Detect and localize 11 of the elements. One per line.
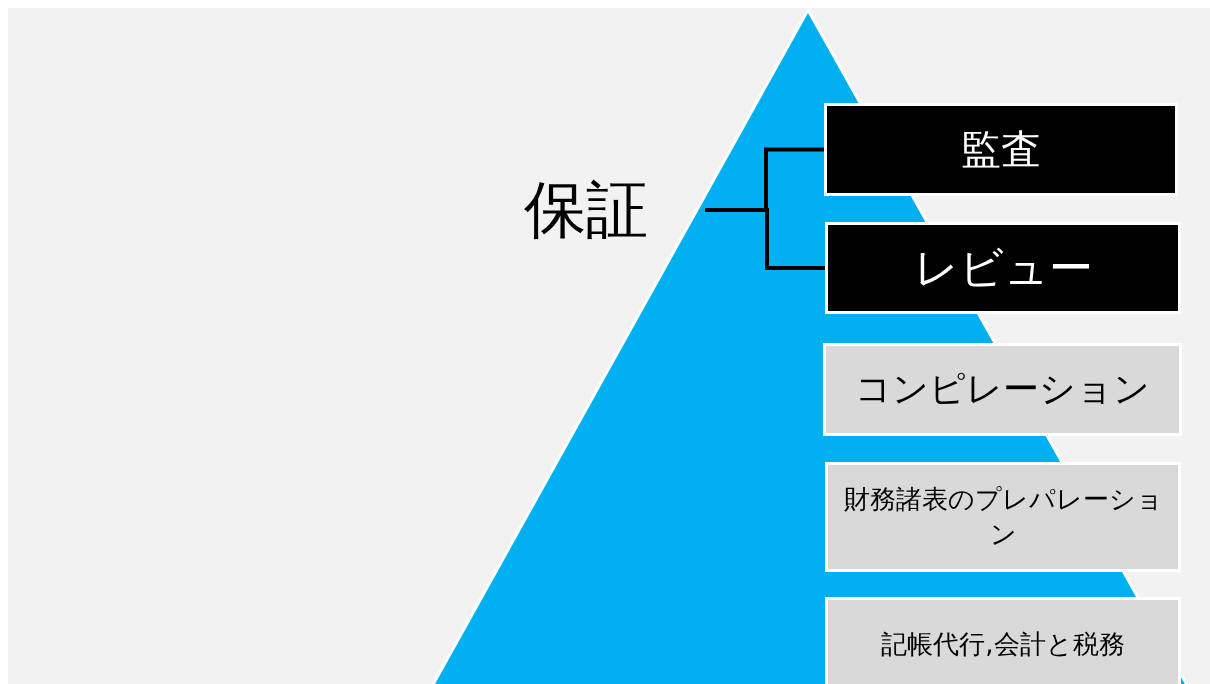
level-box [825,597,1181,684]
level-box [825,222,1181,314]
group-label: 保証 [524,172,648,248]
level-label: レビュー [913,240,1093,295]
level-box [825,462,1181,572]
level-label: 監査 [961,125,1041,174]
level-label: 記帳代行,会計と税務 [881,628,1125,661]
level-label: 財務諸表のプレパレーション [842,483,1164,551]
level-box [824,103,1178,196]
level-label: コンピレーション [855,367,1150,411]
level-box [823,343,1182,436]
